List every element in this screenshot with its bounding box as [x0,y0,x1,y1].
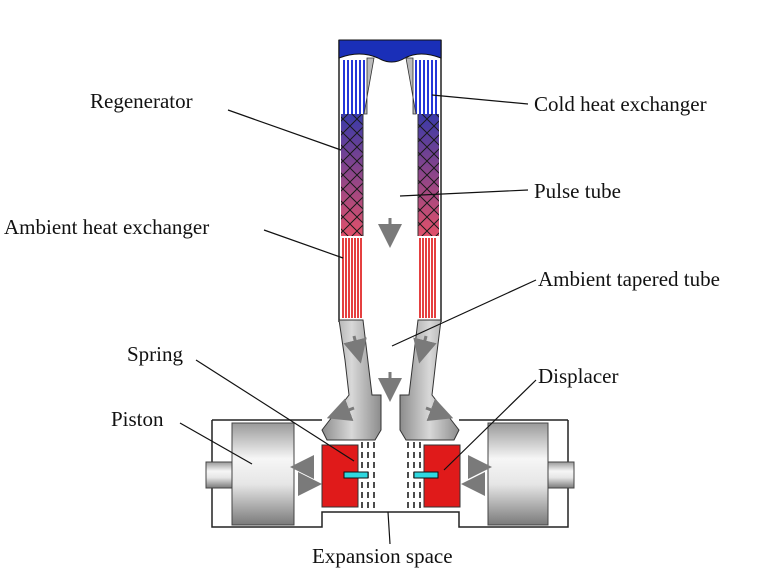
spring [343,442,439,508]
housing [211,419,569,528]
regenerator [341,114,439,236]
pulse-tube-label: Pulse tube [534,179,621,203]
ambient-heat-exchanger [341,236,439,320]
cold-heat-exchanger-label: Cold heat exchanger [534,92,707,116]
regenerator-label: Regenerator [90,89,193,113]
spring-label: Spring [127,342,184,366]
expansion-space-label: Expansion space [312,544,453,568]
cold-heat-exchanger [341,57,439,115]
displacer-label: Displacer [538,364,618,388]
tube-walls [338,40,442,322]
leader-lines [179,94,537,545]
right-piston [487,422,575,526]
ambient-tapered-tube-label: Ambient tapered tube [538,267,720,291]
ambient-heat-exchanger-label: Ambient heat exchanger [4,215,209,239]
left-piston [205,422,295,526]
flow-arrows [290,218,492,496]
cold-end-cap [338,39,442,63]
piston-label: Piston [111,407,164,431]
